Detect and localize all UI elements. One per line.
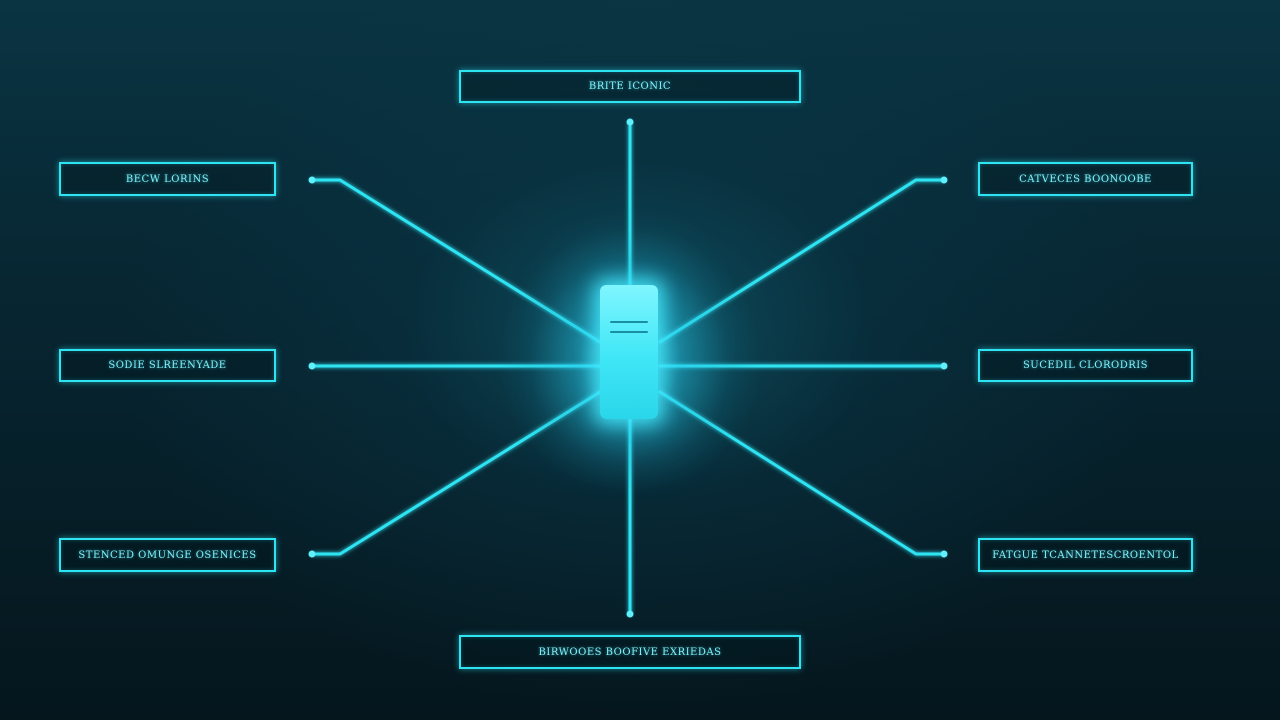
node-left-top[interactable]: BECW LORINS [59,162,276,196]
node-bottom[interactable]: BIRWOOES BOOFIVE EXRIEDAS [459,635,801,669]
endpoint-dot [308,362,316,370]
node-right-top[interactable]: CATVECES BOONOOBE [978,162,1193,196]
node-right-mid[interactable]: SUCEDIL CLORODRIS [978,349,1193,382]
server-icon[interactable] [600,285,658,419]
node-label: BRITE ICONIC [588,81,672,92]
endpoint-dot [940,176,948,184]
node-right-bottom[interactable]: FATGUE TCANNETESCROENTOL [978,538,1193,572]
server-slot [610,321,648,323]
node-label: SODIE SLREENYADE [108,360,227,371]
node-label: BECW LORINS [125,173,210,185]
node-top[interactable]: BRITE ICONIC [459,70,801,103]
connector-left-bottom [310,390,602,556]
server-slot [610,331,648,333]
node-label: BIRWOOES BOOFIVE EXRIEDAS [538,646,722,658]
node-label: STENCED OMUNGE OSENICES [78,549,257,561]
endpoint-dot [626,118,634,126]
node-label: SUCEDIL CLORODRIS [1022,360,1149,371]
endpoint-dot [308,176,316,184]
connector-right-bottom [658,390,946,556]
connector-right-top [658,178,946,344]
connector-left-top [310,178,602,344]
endpoint-dot [940,550,948,558]
endpoint-dot [940,362,948,370]
endpoint-dot [308,550,316,558]
endpoint-dot [626,610,634,618]
node-left-mid[interactable]: SODIE SLREENYADE [59,349,276,382]
node-left-bottom[interactable]: STENCED OMUNGE OSENICES [59,538,276,572]
node-label: FATGUE TCANNETESCROENTOL [992,549,1179,561]
node-label: CATVECES BOONOOBE [1019,173,1152,185]
